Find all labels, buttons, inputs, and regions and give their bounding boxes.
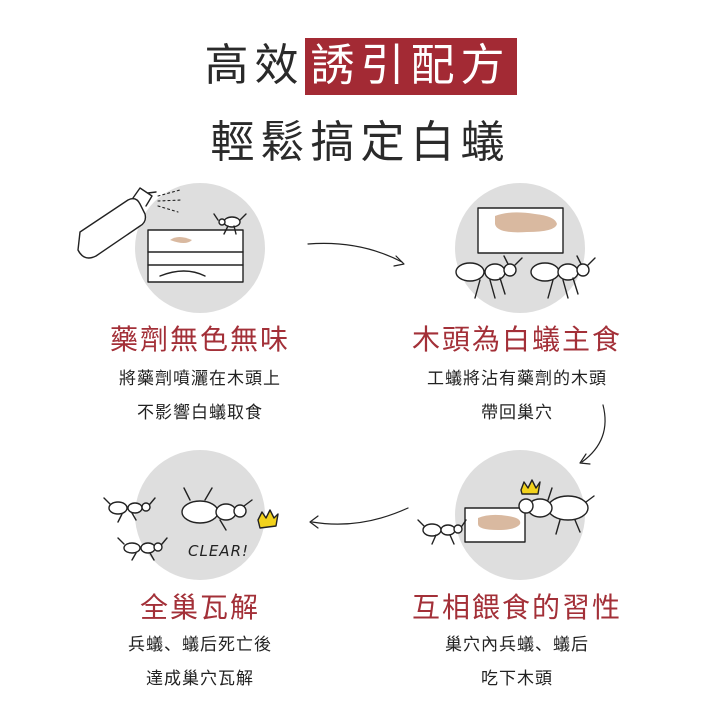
- fallen-crown-icon: [257, 509, 279, 529]
- wood-board-icon: [147, 229, 244, 283]
- step3-title: 全巢瓦解: [139, 591, 260, 624]
- step3-desc2: 達成巢穴瓦解: [146, 669, 254, 689]
- headline-highlight: 誘引配方: [304, 38, 517, 95]
- step1-desc2: 不影響白蟻取食: [137, 403, 263, 423]
- soldier-ant-icon: [103, 497, 156, 523]
- wood-block-icon: [477, 207, 564, 254]
- step4-desc2: 吃下木頭: [481, 669, 553, 689]
- step1-title: 藥劑無色無味: [109, 323, 290, 356]
- clear-label: CLEAR!: [188, 542, 249, 560]
- headline-prefix: 高效: [204, 40, 305, 91]
- soldier-ant-icon: [181, 487, 253, 531]
- ant-icon: [213, 213, 247, 235]
- step4-desc1: 巢穴內兵蟻、蟻后: [445, 635, 589, 655]
- flow-arrow-icon: [307, 242, 405, 267]
- worker-ant-icon: [530, 255, 596, 299]
- headline-line2: 輕鬆搞定白蟻: [210, 117, 511, 168]
- headline-line1: 高效誘引配方: [0, 38, 721, 95]
- step2-title: 木頭為白蟻主食: [411, 323, 622, 356]
- step2-desc1: 工蟻將沾有藥劑的木頭: [427, 369, 607, 389]
- soldier-ant-icon: [117, 537, 168, 561]
- spray-bottle-icon: [77, 187, 183, 259]
- queen-ant-icon: [518, 479, 595, 535]
- flow-arrow-icon: [579, 404, 606, 465]
- worker-ant-icon: [455, 255, 523, 299]
- step2-desc2: 帶回巢穴: [481, 403, 553, 423]
- flow-arrow-icon: [309, 507, 409, 529]
- wood-block-icon: [464, 507, 526, 543]
- step4-title: 互相餵食的習性: [411, 591, 622, 624]
- worker-ant-icon: [417, 519, 467, 545]
- step3-desc1: 兵蟻、蟻后死亡後: [128, 635, 272, 655]
- step1-desc1: 將藥劑噴灑在木頭上: [119, 369, 281, 389]
